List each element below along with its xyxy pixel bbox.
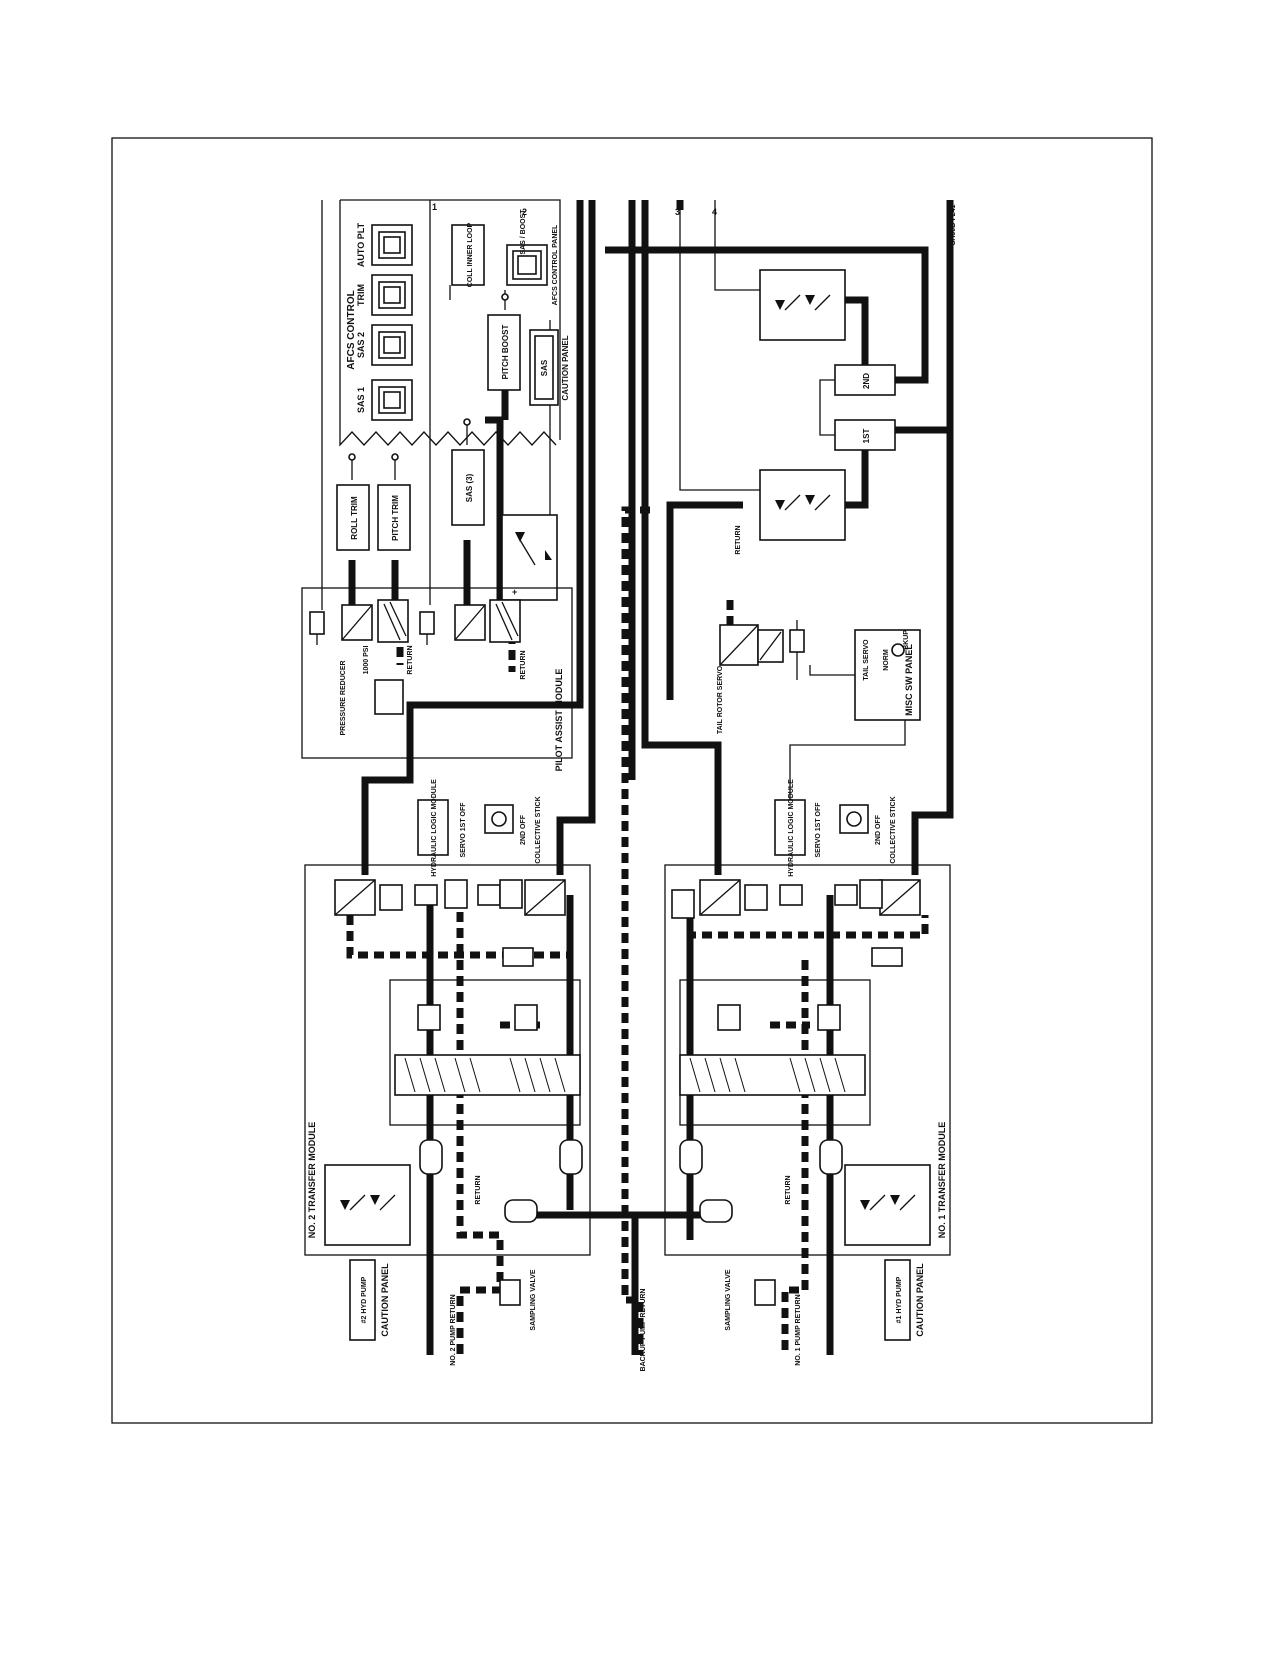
relay-upper-a <box>714 200 846 341</box>
tail-rotor-servo-label: TAIL ROTOR SERVO <box>717 665 724 734</box>
caution-panel-2: #2 HYD PUMP CAUTION PANEL <box>349 1259 390 1341</box>
auto-plt-button[interactable]: AUTO PLT <box>356 222 413 267</box>
afcs-control-panel: AFCS CONTROL SAS 1 SAS 2 TRIM AUTO PLT <box>339 199 561 447</box>
sas2-label: SAS 2 <box>356 332 366 358</box>
bkup-label: BKUP <box>903 630 910 650</box>
servo-1st-off-lower: SERVO 1ST OFF <box>815 802 822 858</box>
sas1-button[interactable]: SAS 1 <box>356 379 413 421</box>
sas-boost-label: SAS / BOOST <box>520 209 527 255</box>
hyd-logic-upper-label: HYDRAULIC LOGIC MODULE <box>431 779 438 877</box>
misc-sw-panel: MISC SW PANEL TAIL SERVO NORM BKUP <box>854 629 921 721</box>
second-label: 2ND <box>862 373 871 389</box>
tail-servo-switch[interactable] <box>891 643 905 657</box>
no1-transfer-module: NO. 1 TRANSFER MODULE <box>664 864 951 1256</box>
sas-caution-title: CAUTION PANEL <box>561 335 570 400</box>
pitch-trim-label: PITCH TRIM <box>391 495 400 541</box>
callout-2: 2 <box>522 207 527 217</box>
sampling-valve-1: SAMPLING VALVE <box>725 1269 776 1331</box>
no1-pump-return-label: NO. 1 PUMP RETURN <box>795 1294 802 1365</box>
caution-panel-1: #1 HYD PUMP CAUTION PANEL <box>884 1259 925 1341</box>
relay-upper-b <box>679 210 846 541</box>
tail-servo-label: TAIL SERVO <box>863 639 870 681</box>
second-off-upper: 2ND OFF <box>520 814 527 845</box>
collective-stick-upper: COLLECTIVE STICK <box>535 796 542 863</box>
misc-sw-panel-title: MISC SW PANEL <box>904 644 914 716</box>
svg-text:+: + <box>512 587 517 597</box>
sas2-button[interactable]: SAS 2 <box>356 324 413 366</box>
caution-2-title: CAUTION PANEL <box>380 1263 390 1337</box>
collective-stick-lower: COLLECTIVE STICK <box>890 796 897 863</box>
afcs-control-title: AFCS CONTROL <box>346 290 357 369</box>
caution-1-title: CAUTION PANEL <box>915 1263 925 1337</box>
sas-caution-label: SAS <box>540 359 549 376</box>
sas3-box: SAS (3) <box>451 449 485 526</box>
pitch-trim-box: PITCH TRIM <box>377 484 411 551</box>
return-label-tail: RETURN <box>735 525 742 554</box>
hyd-logic-lower: HYDRAULIC LOGIC MODULE SERVO 1ST OFF 2ND… <box>774 720 906 877</box>
figure-code: SH60B-F241 <box>950 204 957 245</box>
roll-trim-box: ROLL TRIM <box>336 484 370 551</box>
second-off-lower: 2ND OFF <box>875 814 882 845</box>
coll-inner-loop-box: COLL INNER LOOP <box>451 222 485 287</box>
no2-pump-return-label: NO. 2 PUMP RETURN <box>450 1294 457 1365</box>
page-frame <box>111 137 1153 1424</box>
norm-label: NORM <box>883 649 890 671</box>
pitch-boost-box: PITCH BOOST <box>487 314 521 391</box>
sas1-label: SAS 1 <box>356 387 366 413</box>
roll-trim-label: ROLL TRIM <box>350 496 359 540</box>
servo-1st-off-upper: SERVO 1ST OFF <box>460 802 467 858</box>
return-label-pa1: RETURN <box>407 645 414 674</box>
coll-inner-loop-label: COLL INNER LOOP <box>467 222 474 287</box>
sampling-valve-2-label: SAMPLING VALVE <box>530 1269 537 1331</box>
tail-rotor-section: TAIL ROTOR SERVO RETURN <box>717 525 860 734</box>
trim-button[interactable]: TRIM <box>356 274 413 316</box>
no1-transfer-title: NO. 1 TRANSFER MODULE <box>937 1122 947 1239</box>
return-label-pa2: RETURN <box>520 650 527 679</box>
sas-boost-button[interactable]: SAS / BOOST AFCS CONTROL PANEL <box>506 209 559 306</box>
return-label-no1: RETURN <box>785 1175 792 1204</box>
second-box: 2ND <box>834 364 896 396</box>
callout-1: 1 <box>432 202 437 212</box>
caution-1-label: #1 HYD PUMP <box>896 1276 903 1323</box>
pilot-assist-title: PILOT ASSIST MODULE <box>554 669 564 772</box>
auto-plt-label: AUTO PLT <box>356 222 366 267</box>
sampling-valve-2: SAMPLING VALVE <box>499 1269 537 1331</box>
caution-2-label: #2 HYD PUMP <box>361 1276 368 1323</box>
sampling-valve-1-label: SAMPLING VALVE <box>725 1269 732 1331</box>
afcs-control-panel-title: AFCS CONTROL PANEL <box>552 224 559 305</box>
first-label: 1ST <box>862 429 871 444</box>
callout-3: 3 <box>675 207 680 217</box>
pressure-reducer-label: PRESSURE REDUCER <box>340 660 347 735</box>
pitch-boost-label: PITCH BOOST <box>501 325 510 380</box>
no2-transfer-module: NO. 2 TRANSFER MODULE <box>304 864 591 1256</box>
sas-caution-panel: SAS CAUTION PANEL <box>529 329 570 406</box>
trim-label: TRIM <box>356 284 366 306</box>
sas3-relay: + <box>501 514 558 601</box>
hyd-logic-upper: HYDRAULIC LOGIC MODULE SERVO 1ST OFF 2ND… <box>417 779 542 877</box>
return-label-no2: RETURN <box>475 1175 482 1204</box>
no2-transfer-title: NO. 2 TRANSFER MODULE <box>307 1122 317 1239</box>
pilot-assist-module: PILOT ASSIST MODULE PRESSURE REDUCER 100… <box>301 587 573 772</box>
hyd-logic-lower-label: HYDRAULIC LOGIC MODULE <box>788 779 795 877</box>
sas3-label: SAS (3) <box>465 473 474 502</box>
first-box: 1ST <box>834 419 896 451</box>
backup-pump-return-label: BACKUP PUMP RETURN <box>640 1289 647 1372</box>
psi-1000-label: 1000 PSI <box>363 646 370 675</box>
